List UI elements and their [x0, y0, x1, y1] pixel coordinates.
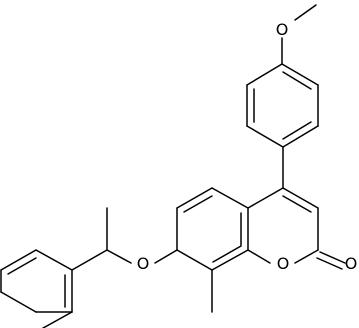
- bond-c4-c3-inner: [282, 195, 312, 213]
- bond-c4a-c4: [247, 187, 284, 209]
- bond-ring-b3: [0, 291, 37, 313]
- bond-ring-a-inner1: [282, 71, 312, 90]
- bond-c2-o-carbonyl-a: [319, 251, 346, 264]
- bond-ring-b5: [0, 249, 37, 271]
- bond-o-ring-c8a: [247, 249, 271, 264]
- bond-c2-o-carbonyl-b: [316, 257, 343, 270]
- bond-o-ether-ch: [106, 249, 132, 264]
- bond-c8-c8a: [211, 249, 249, 271]
- coumarin-core: [176, 187, 346, 313]
- atom-label-o-carbonyl: O: [345, 254, 358, 273]
- phenylethoxy-group: [0, 207, 178, 328]
- bond-ring-b6: [35, 249, 73, 271]
- bond-ring-a-inner2: [282, 121, 312, 140]
- bond-ring-a4: [246, 125, 284, 148]
- bond-methyl-o-methoxy: [294, 4, 317, 21]
- atom-label-o-ring: O: [277, 254, 290, 273]
- bond-ring-a3: [282, 125, 319, 148]
- bond-ring-b2: [41, 311, 73, 328]
- bond-c5-c6: [176, 187, 213, 209]
- bond-ring-a1: [281, 63, 319, 86]
- bond-c2-o-ring: [294, 249, 319, 264]
- atom-label-o-methoxy: O: [276, 20, 289, 39]
- bond-ring-a6: [246, 63, 283, 86]
- bond-c4-c3: [282, 187, 319, 209]
- bond-c5-c6-inner: [183, 195, 213, 213]
- bond-ring-b-inner2: [7, 257, 37, 275]
- bond-c7-c8: [176, 249, 213, 271]
- methoxyphenyl-group: [246, 4, 319, 148]
- bond-c4a-c5: [211, 187, 249, 209]
- atom-label-o-ether: O: [137, 254, 150, 273]
- bond-c7-o-ether: [154, 249, 178, 264]
- bond-c8-c8a-inner: [212, 245, 242, 263]
- bond-ch-phenyl: [71, 249, 108, 271]
